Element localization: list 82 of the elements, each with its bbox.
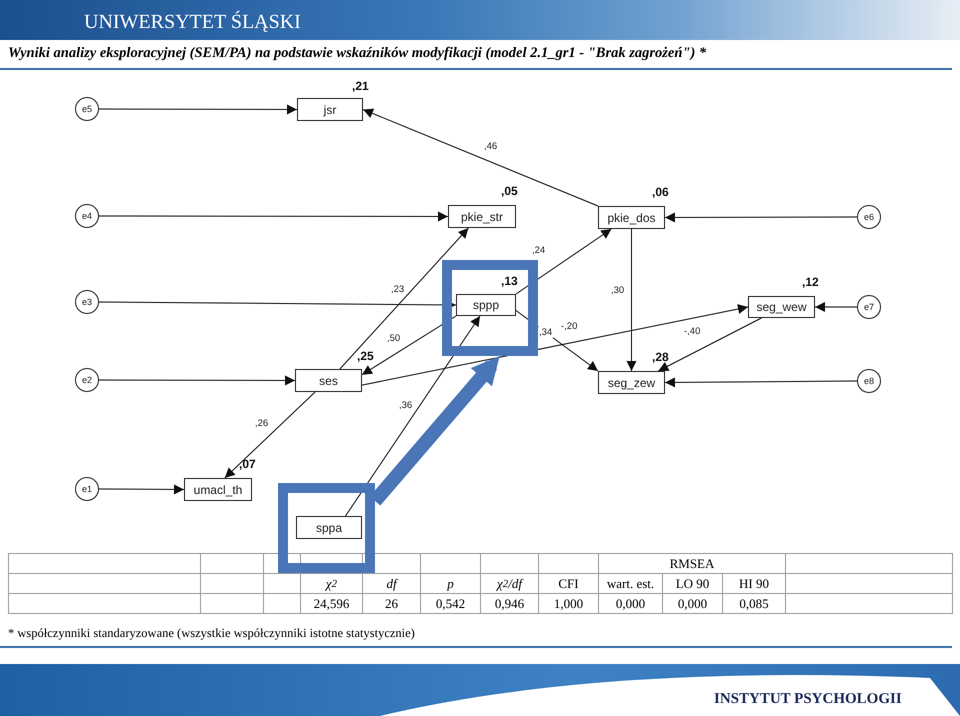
variable-name: e1 [82, 484, 92, 494]
variable-name: e2 [82, 375, 92, 385]
table-cell: 1,000 [539, 594, 599, 614]
variable-name: seg_zew [608, 376, 656, 390]
edge-label: ,36 [398, 400, 414, 411]
path-arrow [658, 318, 762, 372]
coefficient-label: ,28 [652, 350, 669, 364]
table-header: HI 90 [723, 574, 786, 594]
error-circle [75, 204, 99, 228]
path-arrow [664, 377, 858, 388]
variable-name: e8 [864, 376, 874, 386]
coefficient-label: ,13 [501, 274, 518, 288]
table-cell: 24,596 [301, 594, 363, 614]
path-arrow [516, 228, 612, 294]
path-arrow [345, 316, 480, 516]
path-arrow [362, 108, 598, 206]
error-circle [75, 477, 99, 501]
error-circle [75, 368, 99, 392]
highlight-frame [442, 260, 538, 356]
edge-label: ,46 [483, 141, 498, 152]
variable-name: e3 [82, 297, 92, 307]
path-arrow [664, 212, 858, 222]
table-header: LO 90 [663, 574, 723, 594]
path-arrow [339, 228, 469, 370]
variable-name: e4 [82, 211, 92, 221]
path-arrow [362, 316, 456, 376]
error-circle [75, 290, 99, 314]
table-cell: 0,085 [723, 594, 786, 614]
edge-label: ,23 [390, 284, 406, 295]
table-cell: 0,946 [481, 594, 539, 614]
variable-name: seg_wew [756, 300, 807, 314]
variable-name: pkie_dos [607, 210, 656, 224]
institute-name: INSTYTUT PSYCHOLOGII [714, 691, 902, 708]
highlight-frame [278, 483, 375, 573]
variable-name: umacl_th [194, 482, 242, 496]
error-circle [857, 295, 881, 319]
path-arrow [362, 304, 748, 386]
coefficient-label: ,21 [352, 79, 369, 93]
error-circle [75, 97, 99, 121]
path-arrow [224, 392, 316, 478]
variable-name: jsr [324, 102, 336, 116]
university-name: UNIWERSYTET ŚLĄSKI [84, 11, 301, 34]
variable-name: e5 [82, 104, 92, 114]
title: Wyniki analizy eksploracyjnej (SEM/PA) na podstawie wskaźników modyfikacji (model 2.1_gr1 - "Brak zagrożeń") * [8, 45, 706, 62]
path-arrow [98, 375, 296, 386]
variable-name: pkie_str [460, 210, 504, 224]
edge-label: -,20 [560, 321, 578, 332]
table-cell: 26 [363, 594, 421, 614]
table-cell: 0,000 [663, 594, 723, 614]
edge-label: ,26 [254, 418, 270, 429]
path-arrow [98, 104, 298, 114]
coefficient-label: ,06 [652, 185, 669, 199]
path-arrow [98, 300, 456, 310]
table-header: p [421, 574, 481, 594]
edge-label: ,24 [531, 245, 546, 256]
path-arrow [814, 302, 858, 312]
path-arrow [98, 484, 184, 494]
error-circle [857, 205, 881, 229]
error-circle [857, 369, 881, 393]
footnote: * współczynniki standaryzowane (wszystkie współczynniki istotne statystycznie) [8, 626, 415, 641]
variable-name: e6 [864, 212, 874, 222]
table-header: wart. est. [599, 574, 663, 594]
table-cell: 0,542 [421, 594, 481, 614]
path-arrow [98, 211, 448, 222]
edge-label: -,40 [683, 326, 702, 337]
variable-name: ses [319, 374, 338, 388]
variable-name: sppp [472, 298, 500, 312]
coefficient-label: ,07 [239, 457, 256, 471]
variable-name: sppa [316, 520, 342, 534]
edge-label: ,50 [386, 333, 402, 344]
coefficient-label: ,12 [802, 275, 819, 289]
path-arrow [626, 228, 636, 372]
edge-label: ,34 [538, 327, 554, 338]
coefficient-label: ,05 [501, 184, 518, 198]
table-cell: 0,000 [599, 594, 663, 614]
variable-box [296, 516, 362, 539]
table-header: df [363, 574, 421, 594]
table-header: CFI [539, 574, 599, 594]
variable-name: e7 [864, 302, 874, 312]
coefficient-label: ,25 [357, 349, 374, 363]
edge-label: ,30 [610, 285, 626, 296]
table-header: RMSEA [599, 554, 786, 574]
